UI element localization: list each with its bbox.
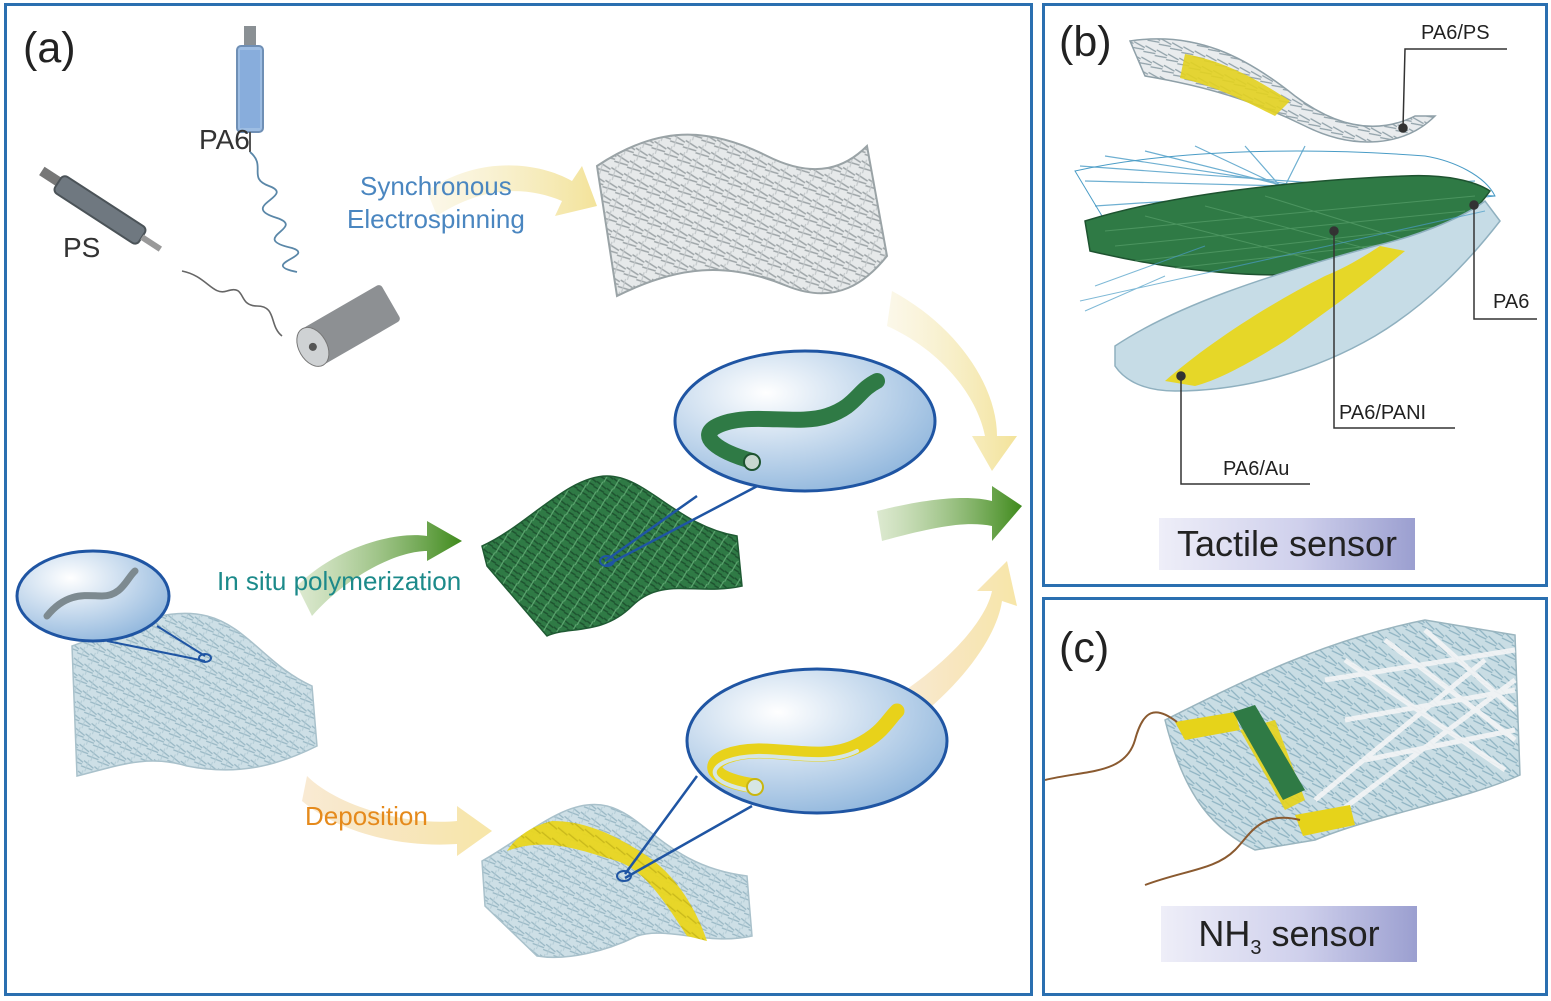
process-arrow-icon xyxy=(887,291,1017,471)
leader-pa6-pani xyxy=(1329,226,1455,429)
panel-label: (b) xyxy=(1059,18,1112,66)
pa6-label: PA6 xyxy=(199,124,250,155)
process-arrow-icon xyxy=(877,486,1022,541)
nh3-sensor-caption: NH3 sensor xyxy=(1161,906,1417,962)
ps-label: PS xyxy=(63,232,101,263)
process-arrow-icon xyxy=(297,521,462,616)
syringe-icon xyxy=(236,26,300,273)
panel-label: (c) xyxy=(1059,624,1110,672)
tactile-sensor-layers xyxy=(1074,38,1537,485)
fiber-mat-icon xyxy=(71,612,318,777)
label-pa6-au: PA6/Au xyxy=(1223,458,1290,480)
in-situ-polymerization-label: In situ polymerization xyxy=(217,566,462,596)
leader-pa6-ps xyxy=(1398,48,1507,133)
sync-line2: Electrospinning xyxy=(347,204,525,234)
process-arrow-icon xyxy=(897,561,1017,726)
caption-sub: 3 xyxy=(1250,937,1262,960)
synchronous-electrospinning-label: Synchronous Electrospinning xyxy=(347,170,525,236)
zoom-bubble-icon xyxy=(15,549,212,663)
tactile-sensor-caption: Tactile sensor xyxy=(1159,518,1415,570)
caption-post: sensor xyxy=(1261,913,1380,954)
layer-pa6-ps xyxy=(1128,38,1437,143)
label-pa6-pani: PA6/PANI xyxy=(1339,402,1427,424)
process-arrow-icon xyxy=(427,165,597,216)
zoom-bubble-icon xyxy=(599,349,937,568)
leader-pa6 xyxy=(1469,200,1537,320)
panel-label: (a) xyxy=(23,24,76,72)
nh3-sensor-device xyxy=(1045,619,1521,886)
zoom-bubble-icon xyxy=(616,667,949,882)
sync-line1: Synchronous xyxy=(360,171,512,201)
collector-drum-icon xyxy=(296,285,400,367)
panel-c: (c) NH3 sensor xyxy=(1042,597,1548,996)
fiber-mat-icon xyxy=(481,803,753,959)
panel-a: (a) PA6 PS Synchronous Electrospinning I… xyxy=(4,3,1033,996)
fabrication-schematic xyxy=(15,26,1022,959)
caption-pre: NH xyxy=(1198,913,1251,954)
label-pa6: PA6 xyxy=(1493,291,1530,313)
panel-b: (b) PA6/PS PA6 PA6/PANI PA6/Au Tactile s… xyxy=(1042,3,1548,587)
deposition-label: Deposition xyxy=(305,801,428,831)
process-arrow-icon xyxy=(302,776,492,856)
syringe-icon xyxy=(39,166,163,252)
fiber-mat-icon xyxy=(595,133,889,298)
label-pa6-ps: PA6/PS xyxy=(1421,22,1490,44)
leader-pa6-au xyxy=(1176,371,1310,485)
